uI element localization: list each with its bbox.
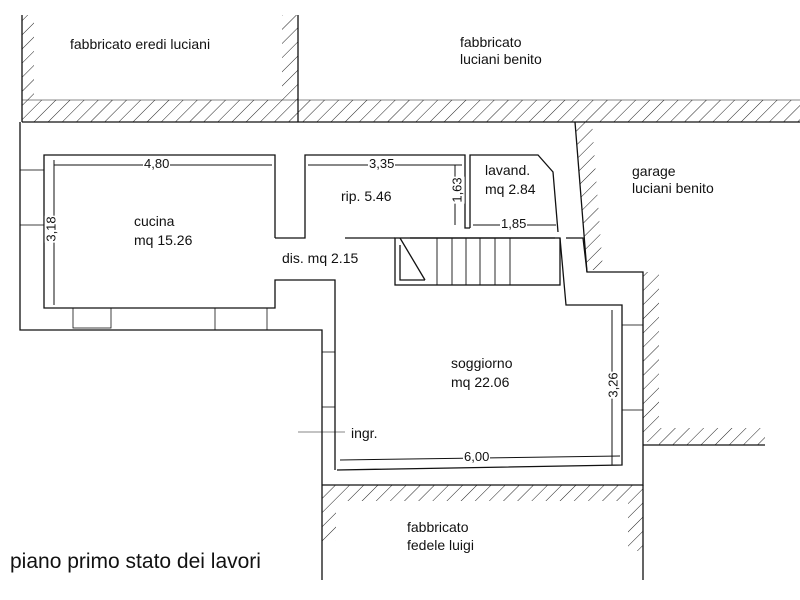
bottom-neighbor-owner-label: fedele luigi xyxy=(407,537,474,553)
hatched-party-walls xyxy=(22,15,800,551)
walls xyxy=(19,15,800,580)
room-area-cucina: mq 15.26 xyxy=(134,232,193,248)
dimension-rip-depth: 1,63 xyxy=(449,176,465,204)
room-label-ripostiglio: rip. 5.46 xyxy=(341,188,392,204)
bottom-neighbor-label: fabbricato xyxy=(407,519,469,535)
garage-owner-label: luciani benito xyxy=(632,180,714,196)
neighbor-label-eredi-luciani: fabbricato eredi luciani xyxy=(70,36,211,52)
entrance-label: ingr. xyxy=(351,425,378,441)
dimension-soggiorno-depth: 3,26 xyxy=(605,371,621,399)
room-area-lavanderia: mq 2.84 xyxy=(485,181,536,197)
room-name-soggiorno: soggiorno xyxy=(451,355,513,371)
dimension-cucina-depth: 3,18 xyxy=(43,215,59,243)
plan-title: piano primo stato dei lavori xyxy=(10,550,261,573)
dimension-lines xyxy=(53,160,621,465)
dimension-soggiorno-width: 6,00 xyxy=(463,449,491,464)
neighbor-label-fabbricato: fabbricato xyxy=(460,34,522,50)
dimension-lavand-width: 1,85 xyxy=(500,216,528,231)
room-label-disimpegno: dis. mq 2.15 xyxy=(282,250,359,266)
dimension-cucina-width: 4,80 xyxy=(143,156,171,171)
garage-label: garage xyxy=(632,163,676,179)
neighbor-label-luciani-benito: luciani benito xyxy=(460,51,542,67)
room-name-cucina: cucina xyxy=(134,213,175,229)
dimension-rip-width: 3,35 xyxy=(368,156,396,171)
room-name-lavanderia: lavand. xyxy=(485,162,531,178)
room-area-soggiorno: mq 22.06 xyxy=(451,374,510,390)
